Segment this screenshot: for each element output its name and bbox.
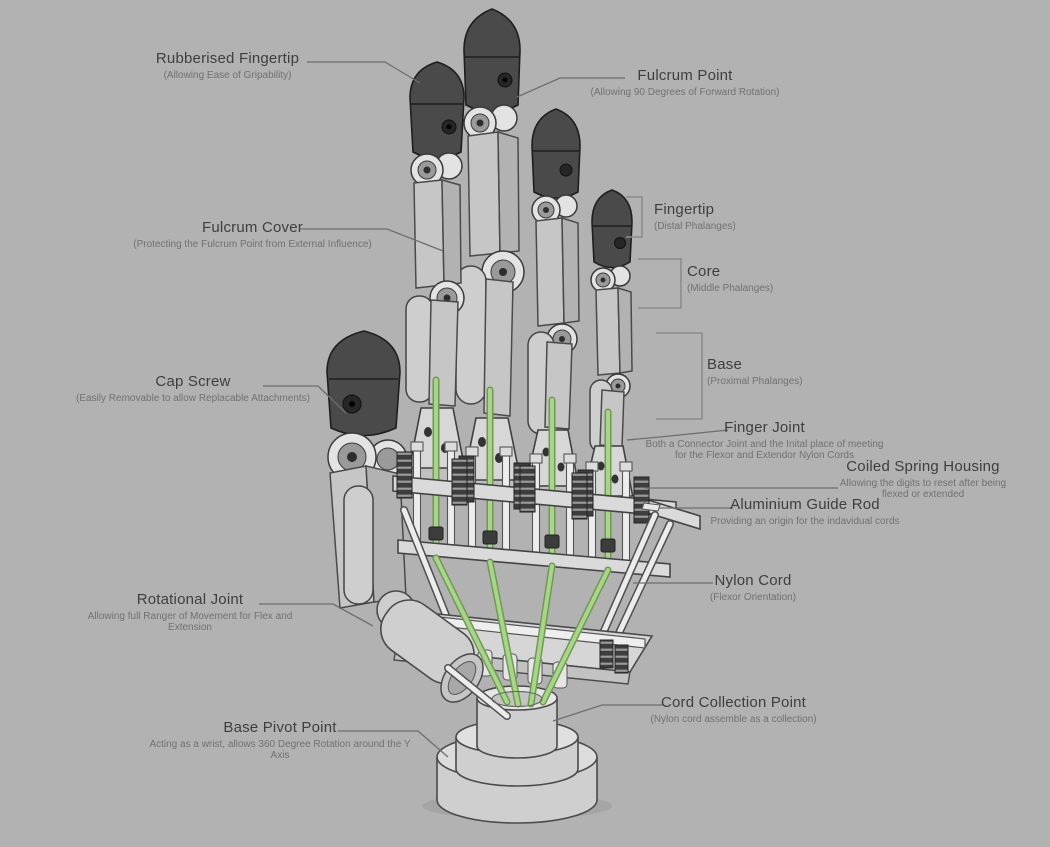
finger-joint-title: Finger Joint xyxy=(724,419,805,436)
fingertip-sub: (Distal Phalanges) xyxy=(654,220,736,232)
cap-screw-sub: (Easily Removable to allow Replacable At… xyxy=(76,392,310,404)
coiled-spring-housing-sub: Allowing the digits to reset after being… xyxy=(839,477,1007,500)
nylon-cord-sub: (Flexor Orientation) xyxy=(709,591,797,603)
fulcrum-cover-title: Fulcrum Cover xyxy=(202,219,303,236)
fingertip-title: Fingertip xyxy=(654,201,715,218)
cord-collection-point-title: Cord Collection Point xyxy=(660,694,807,711)
fulcrum-point-sub: (Allowing 90 Degrees of Forward Rotation… xyxy=(590,86,780,98)
aluminium-guide-rod-sub: Providing an origin for the indavidual c… xyxy=(710,515,900,527)
label-aluminium-guide-rod: Aluminium Guide Rod Providing an origin … xyxy=(690,496,920,527)
label-coiled-spring-housing: Coiled Spring Housing Allowing the digit… xyxy=(798,458,1048,500)
fulcrum-point-title: Fulcrum Point xyxy=(637,67,733,84)
aluminium-guide-rod-title: Aluminium Guide Rod xyxy=(730,496,880,513)
nylon-cord-title: Nylon Cord xyxy=(714,572,792,589)
base-sub: (Proximal Phalanges) xyxy=(707,375,803,387)
rotational-joint-sub: Allowing full Ranger of Movement for Fle… xyxy=(87,610,293,633)
nylon-cords-converging xyxy=(432,554,612,708)
leader-lines xyxy=(259,61,838,758)
rotational-joint-title: Rotational Joint xyxy=(136,591,244,608)
rubberised-fingertip-sub: (Allowing Ease of Gripability) xyxy=(163,69,292,81)
label-rubberised-fingertip: Rubberised Fingertip (Allowing Ease of G… xyxy=(75,50,380,81)
label-fulcrum-cover: Fulcrum Cover (Protecting the Fulcrum Po… xyxy=(105,219,400,250)
label-fingertip: Fingertip (Distal Phalanges) xyxy=(654,201,824,232)
core-title: Core xyxy=(687,263,721,280)
base-title: Base xyxy=(707,356,742,373)
palm-lower-bar xyxy=(397,526,671,578)
label-base: Base (Proximal Phalanges) xyxy=(707,356,887,387)
rubberised-fingertip-title: Rubberised Fingertip xyxy=(155,50,300,67)
base-pivot-point-sub: Acting as a wrist, allows 360 Degree Rot… xyxy=(149,738,411,761)
label-finger-joint: Finger Joint Both a Connector Joint and … xyxy=(642,419,887,461)
label-core: Core (Middle Phalanges) xyxy=(687,263,857,294)
thumb xyxy=(326,330,408,609)
label-cap-screw: Cap Screw (Easily Removable to allow Rep… xyxy=(58,373,328,404)
wrist-guide-rod xyxy=(444,664,511,720)
label-fulcrum-point: Fulcrum Point (Allowing 90 Degrees of Fo… xyxy=(560,67,810,98)
cord-collection-point-sub: (Nylon cord assemble as a collection) xyxy=(650,713,817,725)
label-nylon-cord: Nylon Cord (Flexor Orientation) xyxy=(653,572,853,603)
label-cord-collection-point: Cord Collection Point (Nylon cord assemb… xyxy=(616,694,851,725)
coiled-spring-housing-title: Coiled Spring Housing xyxy=(846,458,1000,475)
core-sub: (Middle Phalanges) xyxy=(687,282,774,294)
fulcrum-cover-sub: (Protecting the Fulcrum Point from Exter… xyxy=(133,238,372,250)
base-pivot-point-title: Base Pivot Point xyxy=(223,719,337,736)
label-base-pivot-point: Base Pivot Point Acting as a wrist, allo… xyxy=(128,719,432,761)
label-rotational-joint: Rotational Joint Allowing full Ranger of… xyxy=(70,591,310,633)
collection-opening-rim xyxy=(491,691,543,707)
cap-screw-title: Cap Screw xyxy=(155,373,231,390)
finger-joint-sub: Both a Connector Joint and the Inital pl… xyxy=(645,438,884,461)
phalange-brackets xyxy=(626,196,703,420)
